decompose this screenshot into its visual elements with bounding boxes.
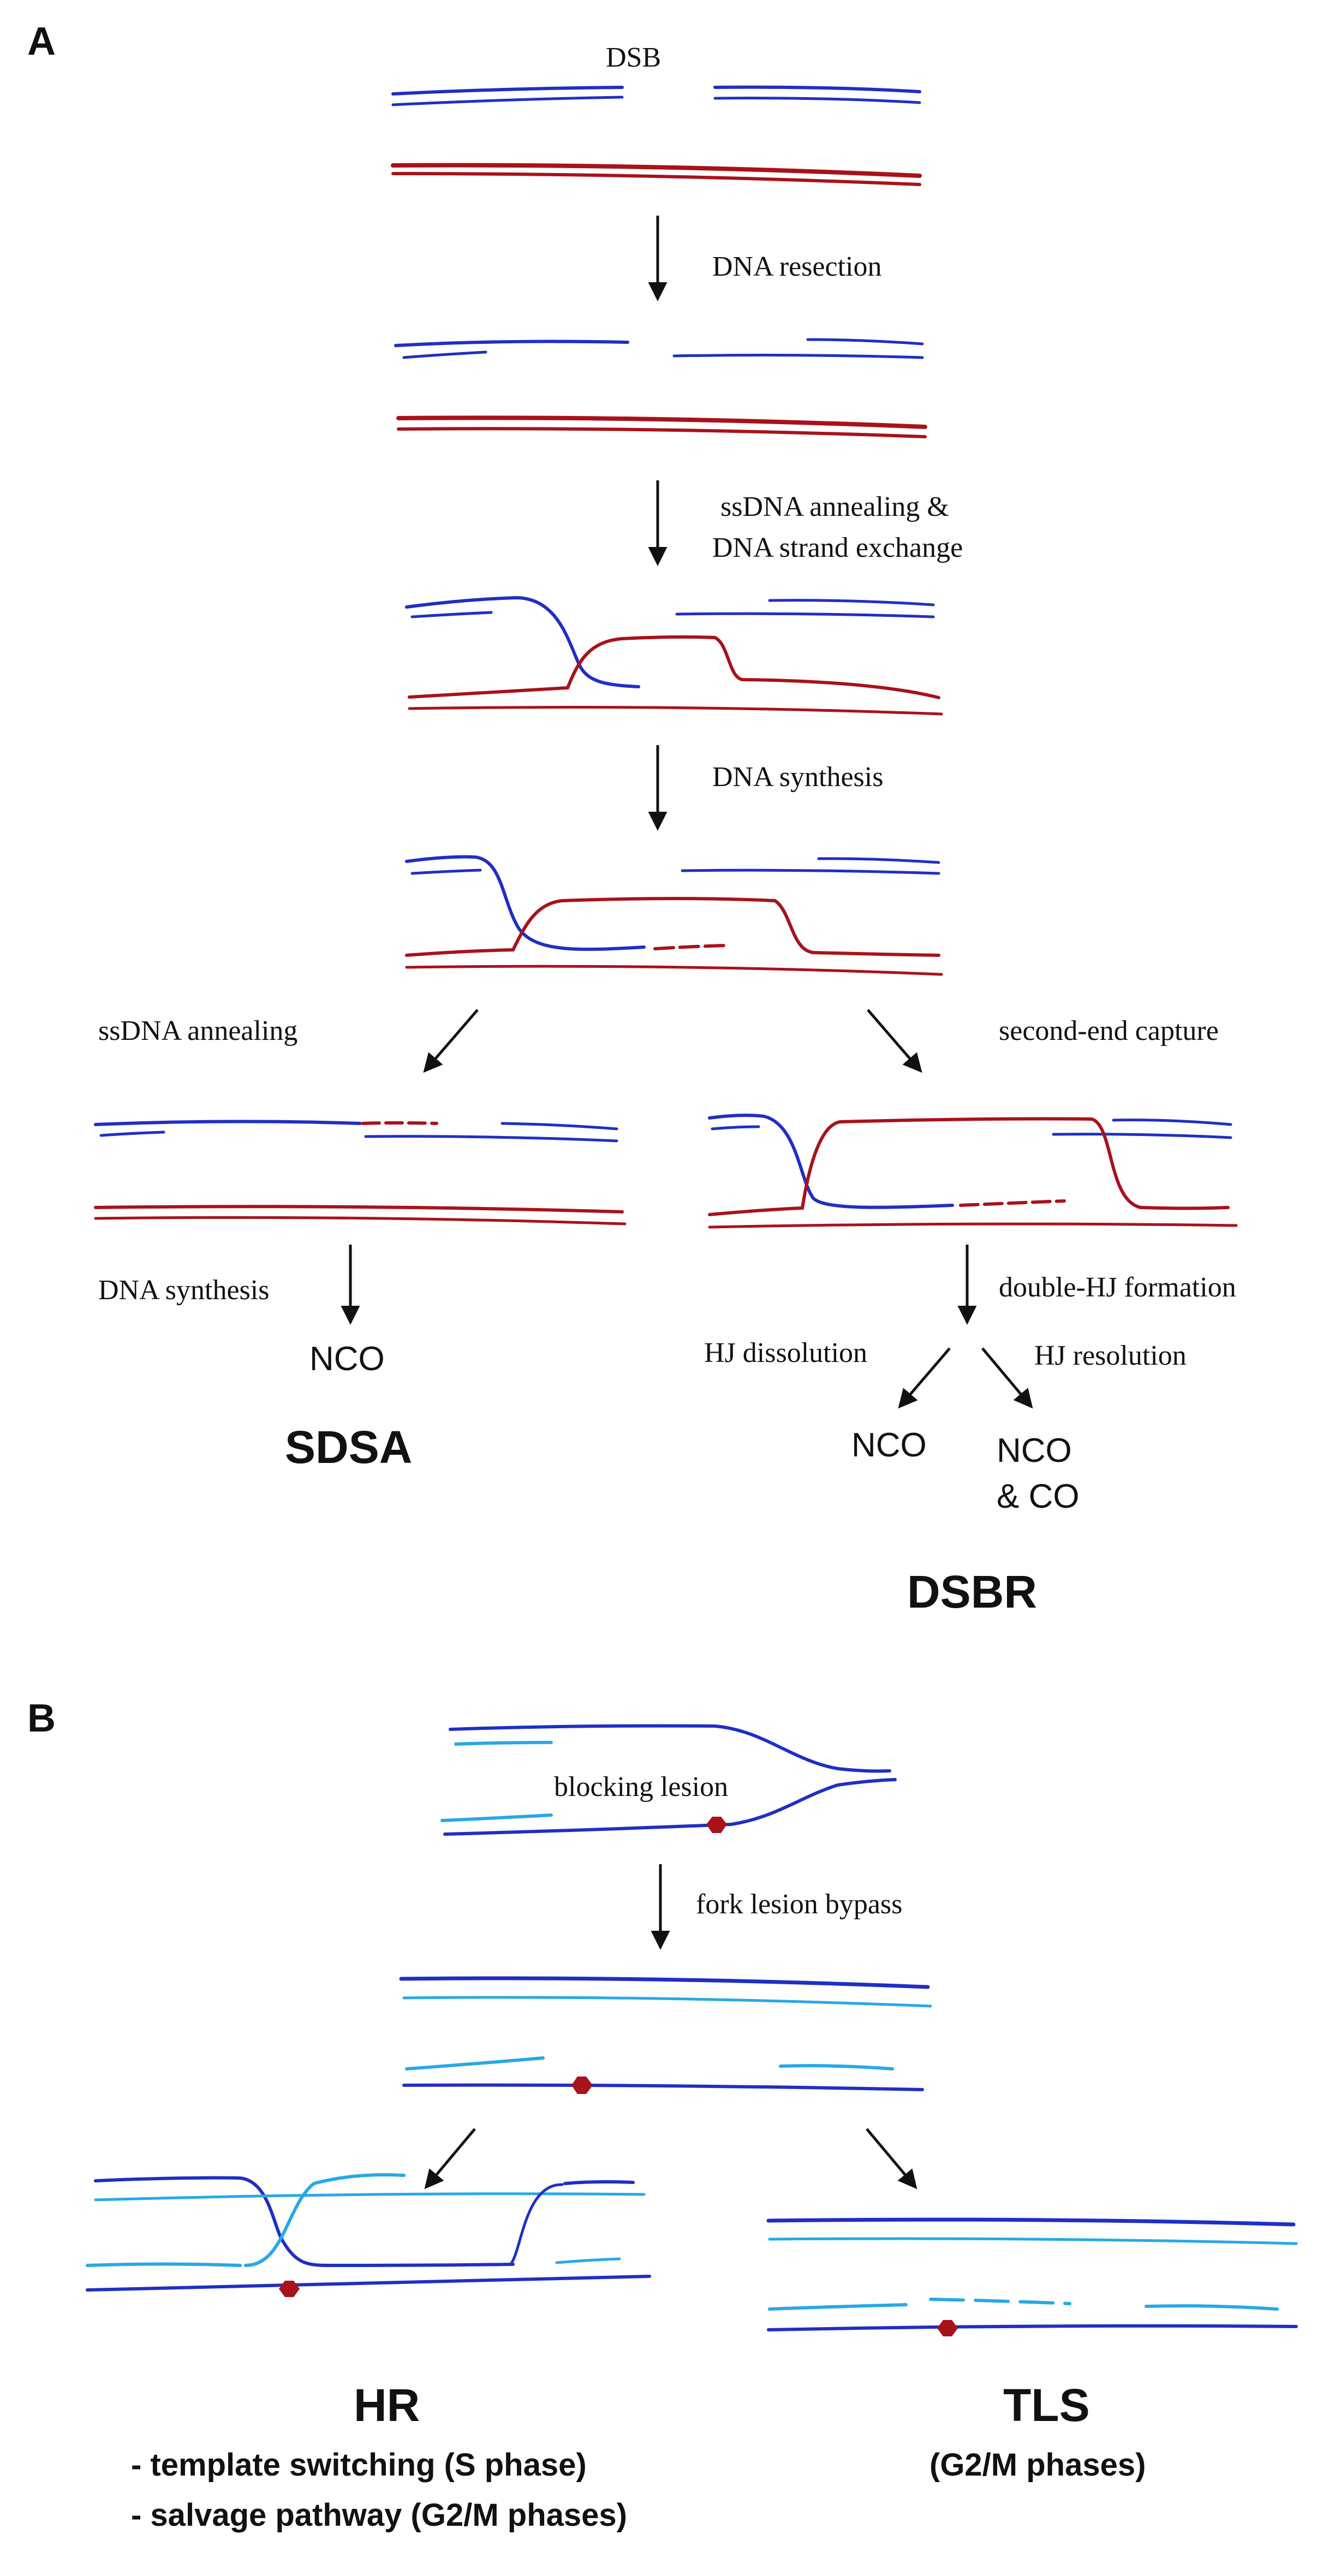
panel-b-label: B [27,1697,56,1740]
tls-line-1: (G2/M phases) [929,2447,1146,2483]
lesion-marker [706,1817,727,1833]
dsbr-nco: NCO [851,1426,927,1464]
stage-dsbr-intermediate [708,1114,1238,1229]
arrow-left-branch [423,1009,479,1073]
arrow-hr-branch [424,2128,476,2190]
stage-hr-template-switch [86,2173,651,2297]
annealing-label-1: ssDNA annealing & [720,491,949,522]
hj-resolution-label: HJ resolution [1034,1340,1187,1371]
lesion-marker [279,2281,300,2297]
stage-tls [766,2217,1298,2336]
dsb-label: DSB [606,42,661,73]
resection-label: DNA resection [712,251,881,282]
hj-dissolution-label: HJ dissolution [704,1337,867,1369]
annealing-label-2: DNA strand exchange [712,532,963,563]
lesion-marker [571,2077,593,2094]
stage-strand-exchange [405,596,943,716]
lesion-marker [937,2320,958,2336]
stage-synthesis [405,855,943,976]
left-branch-label: ssDNA annealing [98,1015,297,1046]
arrow-hj-dissolution [898,1347,951,1409]
stage-sdsa-intermediate [94,1120,627,1225]
sdsa-title: SDSA [285,1421,412,1473]
synthesis-label: DNA synthesis [712,762,883,793]
tls-title: TLS [1003,2379,1090,2431]
arrow-tls-branch [866,2128,917,2190]
arrow-hj-resolution [981,1347,1033,1409]
hr-line-2: - salvage pathway (G2/M phases) [131,2497,627,2533]
dsbr-title: DSBR [907,1566,1037,1617]
dsbr-nco-co-2: & CO [997,1478,1080,1515]
panel-a-label: A [27,20,56,63]
dsbr-nco-co-1: NCO [997,1432,1072,1470]
bypass-label: fork lesion bypass [696,1889,902,1920]
sdsa-nco: NCO [309,1340,385,1378]
hr-line-1: - template switching (S phase) [131,2447,587,2483]
stage-after-bypass [399,1976,932,2094]
left-synthesis-label: DNA synthesis [98,1275,269,1306]
hr-title: HR [354,2379,420,2431]
arrow-right-branch [867,1009,922,1073]
stage-dsb: DSB [391,42,922,186]
stage-resection [394,338,927,438]
stage-blocking-lesion: blocking lesion [440,1724,897,1836]
hj-formation-label: double-HJ formation [999,1272,1236,1303]
right-branch-label: second-end capture [999,1015,1219,1046]
blocking-label: blocking lesion [554,1771,728,1802]
